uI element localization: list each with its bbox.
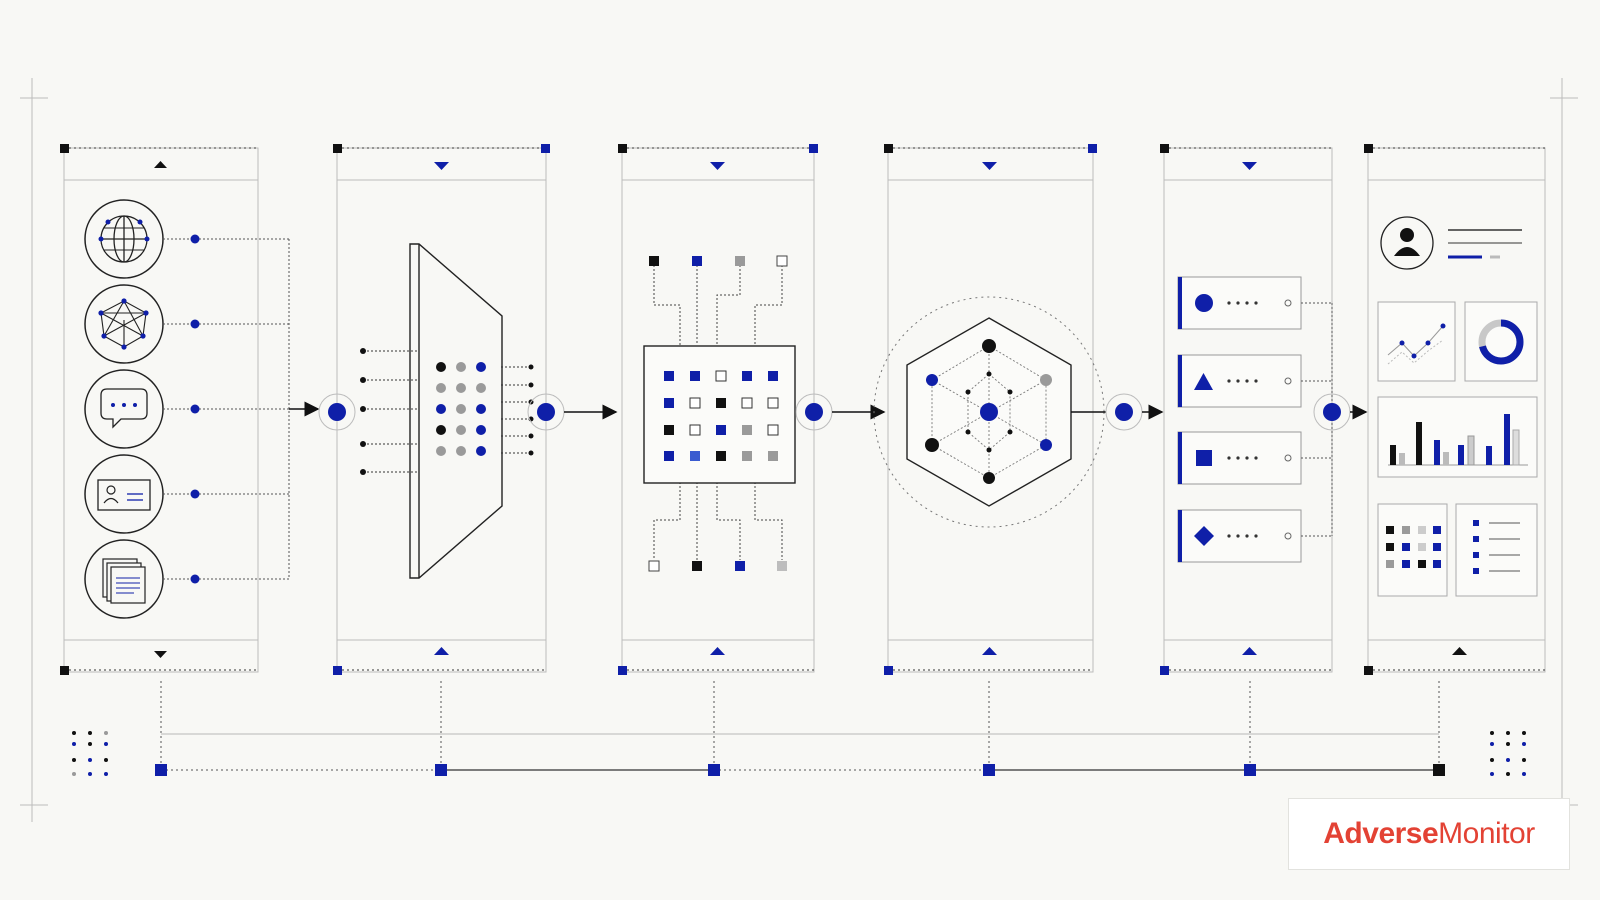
triangle-down-icon <box>1242 162 1257 170</box>
brand-logo: AdverseMonitor <box>1288 798 1570 870</box>
triangle-icon <box>1194 373 1213 390</box>
list-card <box>1177 431 1302 485</box>
stage-dashboard <box>1364 144 1546 675</box>
triangle-up-icon <box>710 647 725 655</box>
corner-marker <box>60 666 69 675</box>
stage-sources <box>60 144 290 675</box>
triangle-up-icon <box>1242 647 1257 655</box>
triangle-up-icon <box>154 161 167 168</box>
network-icon <box>84 284 164 364</box>
user-icon <box>1380 216 1434 270</box>
triangle-down-icon <box>434 162 449 170</box>
chip-body <box>643 345 796 484</box>
stage-analysis-hexagon <box>873 144 1105 675</box>
line-chart-icon <box>1377 301 1456 382</box>
square-icon <box>1196 450 1212 466</box>
triangle-down-icon <box>154 651 167 658</box>
diamond-icon <box>1194 526 1214 546</box>
globe-icon <box>84 199 164 279</box>
triangle-down-icon <box>982 162 997 170</box>
triangle-down-icon <box>710 162 725 170</box>
grid-icon <box>1377 503 1448 597</box>
logo-part-1: Adverse <box>1323 817 1439 850</box>
chat-bubble-icon <box>84 369 164 449</box>
list-card <box>1177 354 1302 408</box>
triangle-up-icon <box>434 647 449 655</box>
dot-grid-right <box>1490 731 1526 776</box>
triangle-up-icon <box>1452 647 1467 655</box>
bar-chart-icon <box>1377 396 1538 478</box>
circle-icon <box>1195 294 1213 312</box>
funnel-shape <box>409 243 503 579</box>
outer-frame <box>20 78 1578 822</box>
brand-logo-text: AdverseMonitor <box>1323 817 1535 851</box>
list-card <box>1177 276 1302 330</box>
corner-marker <box>60 144 69 153</box>
stage-processor-chip <box>618 144 818 675</box>
dot-grid-left <box>72 731 108 776</box>
timeline <box>155 681 1445 776</box>
flow-node <box>318 393 356 431</box>
list-card <box>1177 509 1302 563</box>
list-icon <box>1455 503 1538 597</box>
stage-filter-funnel <box>333 144 550 675</box>
id-card-icon <box>84 454 164 534</box>
flow-node <box>1105 393 1143 431</box>
documents-icon <box>84 539 164 619</box>
triangle-up-icon <box>982 647 997 655</box>
logo-part-2: Monitor <box>1438 817 1535 850</box>
stage-classification-list <box>1160 144 1333 675</box>
donut-chart-icon <box>1464 301 1538 382</box>
